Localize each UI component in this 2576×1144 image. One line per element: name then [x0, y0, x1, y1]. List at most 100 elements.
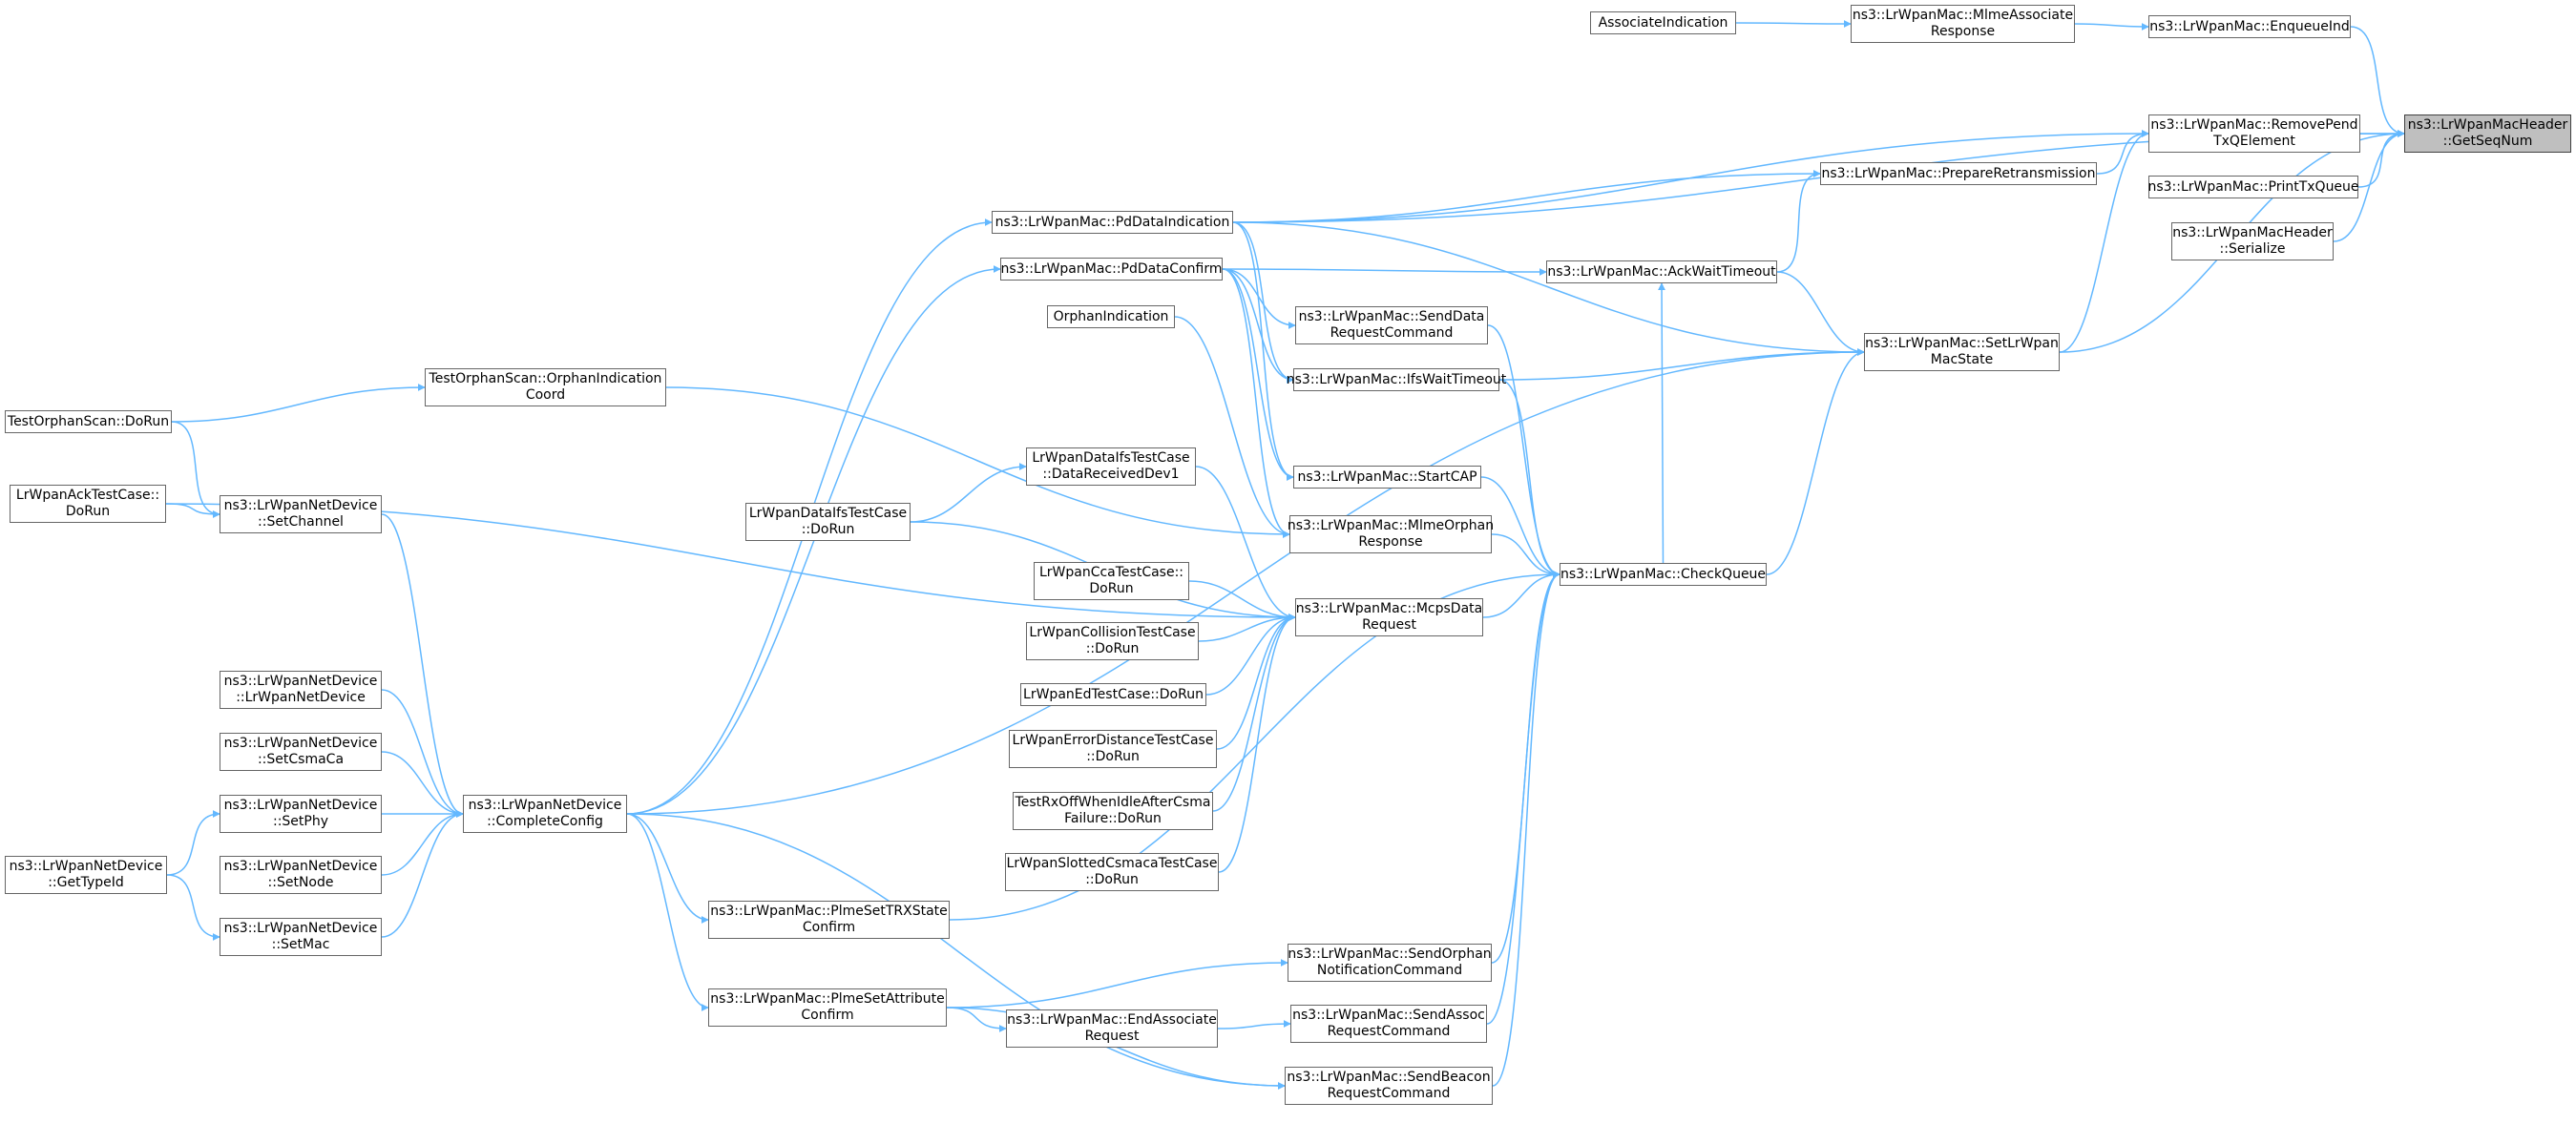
edge-n10-n15 — [1222, 268, 1294, 384]
node-datareceiveddev1[interactable]: LrWpanDataIfsTestCase::DataReceivedDev1 — [1026, 447, 1196, 486]
node-completeconfig[interactable]: ns3::LrWpanNetDevice::CompleteConfig — [463, 795, 627, 833]
edge-n10-n11 — [1222, 267, 1547, 276]
edge-n15-n12 — [1498, 348, 1865, 381]
node-lrwpancollisiontestcase-dorun[interactable]: LrWpanCollisionTestCase::DoRun — [1026, 622, 1199, 660]
edge-n21-n26 — [1195, 466, 1296, 621]
edge-n4-n1 — [2357, 130, 2405, 188]
edge-n10-n20 — [1222, 268, 1294, 481]
node-lrwpanedtestcase-dorun[interactable]: LrWpanEdTestCase::DoRun — [1020, 683, 1206, 706]
node-setmac[interactable]: ns3::LrWpanNetDevice::SetMac — [220, 918, 382, 956]
edge-n38-n12 — [626, 348, 1865, 815]
node-serialize[interactable]: ns3::LrWpanMacHeader::Serialize — [2171, 222, 2334, 260]
edge-n25-n26 — [1188, 580, 1296, 621]
edge-n41-n40 — [946, 959, 1288, 1009]
node-pddataindication[interactable]: ns3::LrWpanMac::PdDataIndication — [992, 211, 1233, 234]
edge-n38-n41 — [626, 813, 709, 1011]
edge-n22-n21 — [910, 463, 1027, 523]
edge-n35-n37 — [166, 874, 220, 941]
edge-n26-n24 — [1482, 571, 1560, 618]
edge-n35-n34 — [166, 810, 220, 876]
node-lrwpanslottedcsmacatestcase-dorun[interactable]: LrWpanSlottedCsmacaTestCase::DoRun — [1005, 853, 1219, 891]
node-pddataconfirm[interactable]: ns3::LrWpanMac::PdDataConfirm — [1000, 258, 1223, 281]
edge-n39-n24 — [949, 571, 1560, 921]
node-setcsmaca[interactable]: ns3::LrWpanNetDevice::SetCsmaCa — [220, 733, 382, 771]
node-setnode[interactable]: ns3::LrWpanNetDevice::SetNode — [220, 856, 382, 894]
edge-n28-n26 — [1205, 614, 1296, 696]
node-lrwpanerrordistancetestcase-dorun[interactable]: LrWpanErrorDistanceTestCase::DoRun — [1009, 730, 1217, 768]
edge-n24-n12 — [1766, 348, 1865, 575]
edge-n27-n26 — [1198, 614, 1296, 642]
edge-n38-n39 — [626, 813, 709, 924]
node-gettypeid[interactable]: ns3::LrWpanNetDevice::GetTypeId — [5, 856, 167, 894]
edge-n13-n23 — [1174, 316, 1290, 538]
edge-n9-n8 — [1232, 170, 1821, 223]
node-getseqnum[interactable]: ns3::LrWpanMacHeader::GetSeqNum — [2404, 114, 2571, 153]
node-lrwpanacktestcase-dorun[interactable]: LrWpanAckTestCase::DoRun — [10, 485, 166, 523]
edge-n15-n24 — [1498, 379, 1560, 578]
node-ifswaittimeout[interactable]: ns3::LrWpanMac::IfsWaitTimeout — [1287, 368, 1506, 391]
node-checkqueue[interactable]: ns3::LrWpanMac::CheckQueue — [1560, 563, 1767, 586]
edge-n12-n3 — [2059, 130, 2149, 353]
edge-n38-n10 — [626, 265, 1001, 815]
edge-n9-n15 — [1232, 221, 1294, 384]
edge-n9-n20 — [1232, 221, 1294, 481]
edge-n29-n26 — [1216, 614, 1296, 750]
node-enqueueind[interactable]: ns3::LrWpanMac::EnqueueInd — [2148, 15, 2351, 38]
node-lrwpandataifstestcase-dorun[interactable]: LrWpanDataIfsTestCase::DoRun — [745, 503, 911, 541]
node-startcap[interactable]: ns3::LrWpanMac::StartCAP — [1293, 466, 1481, 489]
node-associateindication[interactable]: AssociateIndication — [1590, 11, 1736, 34]
node-lrwpannetdevice-ctor[interactable]: ns3::LrWpanNetDevice::LrWpanNetDevice — [220, 671, 382, 709]
edge-n8-n3 — [2096, 130, 2149, 175]
edge-n5-n1 — [2333, 130, 2405, 242]
node-orphanindication[interactable]: OrphanIndication — [1047, 305, 1175, 328]
edge-n6-n2 — [2074, 22, 2149, 31]
edge-n19-n38 — [381, 513, 464, 818]
edge-n31-n26 — [1218, 614, 1296, 873]
edge-n23-n24 — [1491, 533, 1560, 578]
node-setphy[interactable]: ns3::LrWpanNetDevice::SetPhy — [220, 795, 382, 833]
node-lrwpanccatestcase-dorun[interactable]: LrWpanCcaTestCase::DoRun — [1034, 562, 1189, 600]
edge-n11-n12 — [1776, 271, 1865, 356]
edge-n16-n23 — [665, 386, 1290, 538]
node-testorphanscan-dorun[interactable]: TestOrphanScan::DoRun — [5, 410, 172, 433]
node-setchannel[interactable]: ns3::LrWpanNetDevice::SetChannel — [220, 495, 382, 533]
edge-n24-n11 — [1658, 282, 1666, 564]
edge-n20-n24 — [1480, 476, 1560, 578]
edge-n17-n16 — [171, 384, 426, 423]
edge-n11-n8 — [1776, 170, 1821, 273]
edge-n42-n43 — [1217, 1020, 1291, 1030]
edge-n30-n26 — [1212, 614, 1296, 812]
node-prepareretransmission[interactable]: ns3::LrWpanMac::PrepareRetransmission — [1820, 162, 2097, 185]
edge-n9-n12 — [1232, 221, 1865, 356]
edge-n10-n23 — [1222, 268, 1290, 538]
node-ackwaittimeout[interactable]: ns3::LrWpanMac::AckWaitTimeout — [1546, 260, 1777, 283]
edge-n7-n6 — [1735, 19, 1852, 28]
edge-n17-n19 — [171, 421, 220, 518]
node-printtxqueue[interactable]: ns3::LrWpanMac::PrintTxQueue — [2147, 176, 2359, 198]
edge-n38-n44 — [626, 813, 1286, 1090]
edge-n18-n19 — [165, 503, 220, 518]
edge-n14-n24 — [1487, 324, 1560, 578]
edge-n2-n1 — [2350, 26, 2405, 137]
edge-n32-n38 — [381, 689, 464, 818]
edge-n43-n24 — [1486, 571, 1560, 1025]
edge-n44-n24 — [1492, 571, 1560, 1087]
edge-n37-n38 — [381, 810, 464, 938]
edge-n33-n38 — [381, 751, 464, 818]
